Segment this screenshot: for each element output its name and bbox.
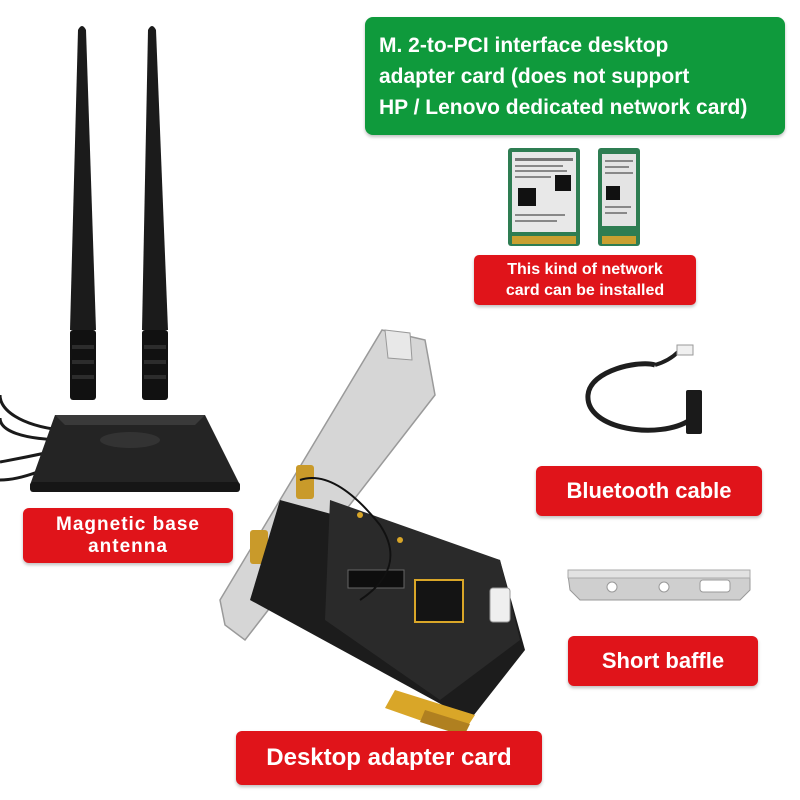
compatible-line-1: This kind of network xyxy=(507,261,663,278)
bluetooth-cable-label: Bluetooth cable xyxy=(536,466,762,516)
network-card-1 xyxy=(508,148,580,246)
banner-line-1: M. 2-to-PCI interface desktop xyxy=(379,33,669,57)
compatible-card-label: This kind of network card can be install… xyxy=(474,255,696,305)
network-card-2 xyxy=(598,148,640,246)
bluetooth-cable xyxy=(585,344,702,434)
antenna-label: Magnetic base antenna xyxy=(23,508,233,563)
banner-line-3: HP / Lenovo dedicated network card) xyxy=(379,95,748,119)
interface-description-banner: M. 2-to-PCI interface desktop adapter ca… xyxy=(365,17,785,135)
banner-line-2: adapter card (does not support xyxy=(379,64,690,88)
antenna-line-2: antenna xyxy=(88,535,168,557)
short-baffle-bracket xyxy=(567,569,751,601)
antenna-left xyxy=(70,26,96,400)
short-baffle-label: Short baffle xyxy=(568,636,758,686)
desktop-adapter-card xyxy=(219,329,525,736)
desktop-adapter-card-label: Desktop adapter card xyxy=(236,731,542,785)
compatible-line-2: card can be installed xyxy=(505,282,665,299)
antenna-right xyxy=(142,26,168,400)
antenna-line-1: Magnetic base xyxy=(56,513,200,535)
magnetic-base xyxy=(30,415,240,492)
